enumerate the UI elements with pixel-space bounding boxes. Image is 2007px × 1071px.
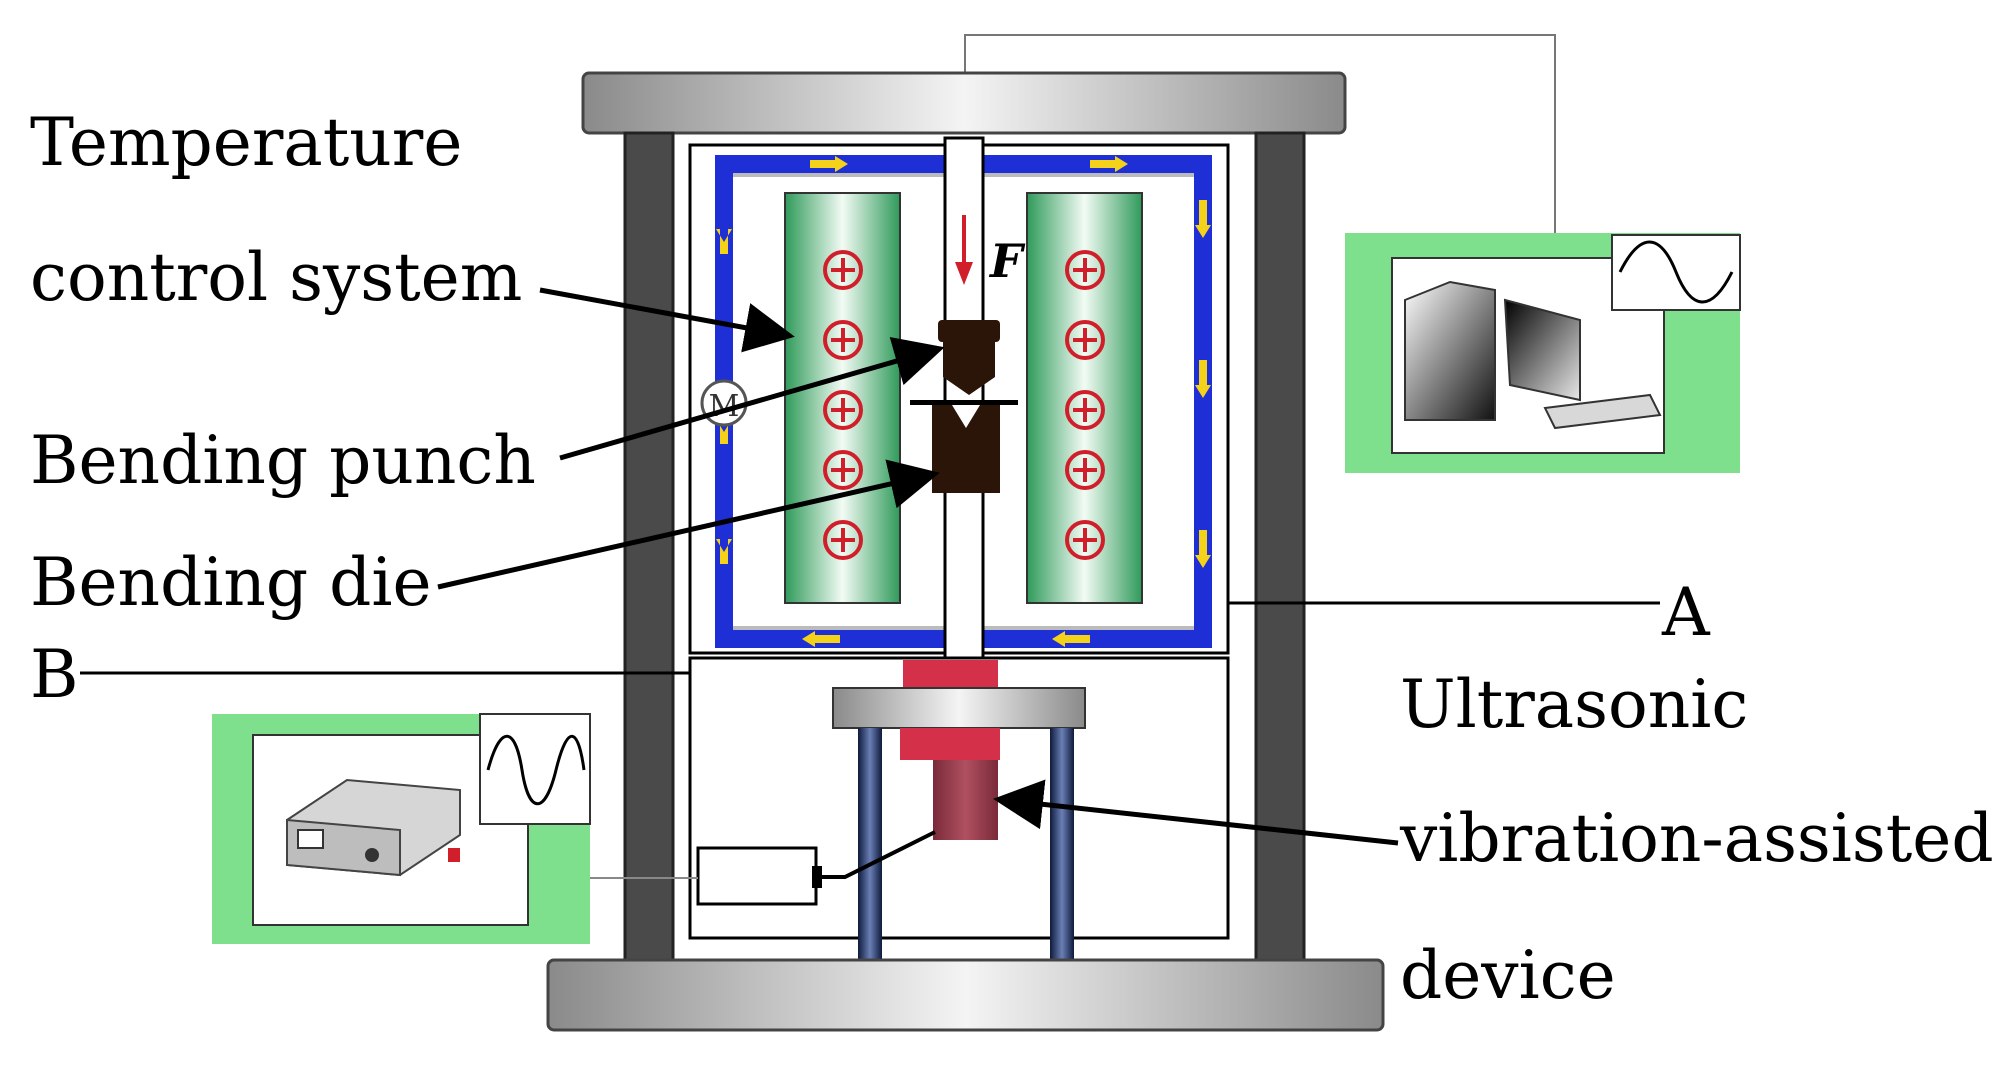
left-column xyxy=(623,131,675,965)
label-temperature-line2: control system xyxy=(30,239,523,316)
horn-top xyxy=(903,660,998,692)
label-b: B xyxy=(30,636,79,713)
bending-punch xyxy=(938,320,1000,395)
sine-wave-icon xyxy=(1611,234,1741,311)
ultrasonic-generator-icon xyxy=(286,778,461,877)
label-ultrasonic-line2: vibration-assisted xyxy=(1400,800,1994,877)
sine-wave-icon xyxy=(479,713,591,825)
top-plate xyxy=(581,71,1347,135)
flow-arrows xyxy=(716,156,1211,647)
heater-symbols xyxy=(823,250,1105,560)
computer-icon xyxy=(1404,280,1662,430)
motor-icon: M xyxy=(700,379,748,427)
label-a: A xyxy=(1662,574,1710,651)
transducer-icon xyxy=(696,830,936,906)
ultrasonic-horn xyxy=(900,728,1000,760)
bending-die xyxy=(910,400,1018,493)
leader-lines xyxy=(437,287,1399,846)
bottom-plate xyxy=(546,958,1385,1032)
label-bending-punch: Bending punch xyxy=(30,422,536,499)
table-leg-left xyxy=(858,728,882,963)
table-leg-right xyxy=(1050,728,1074,963)
fixture-table xyxy=(832,687,1086,729)
computer-panel xyxy=(1345,233,1741,473)
label-temperature-line1: Temperature xyxy=(30,104,463,181)
generator-panel xyxy=(212,713,591,944)
signal-wire-top xyxy=(964,34,1556,235)
force-arrow xyxy=(955,215,973,285)
transducer-body xyxy=(933,760,998,840)
label-bending-die: Bending die xyxy=(30,544,432,621)
label-ultrasonic-line3: device xyxy=(1400,937,1616,1014)
force-label: F xyxy=(990,234,1023,288)
label-ultrasonic-line1: Ultrasonic xyxy=(1400,666,1749,743)
right-column xyxy=(1254,131,1306,965)
